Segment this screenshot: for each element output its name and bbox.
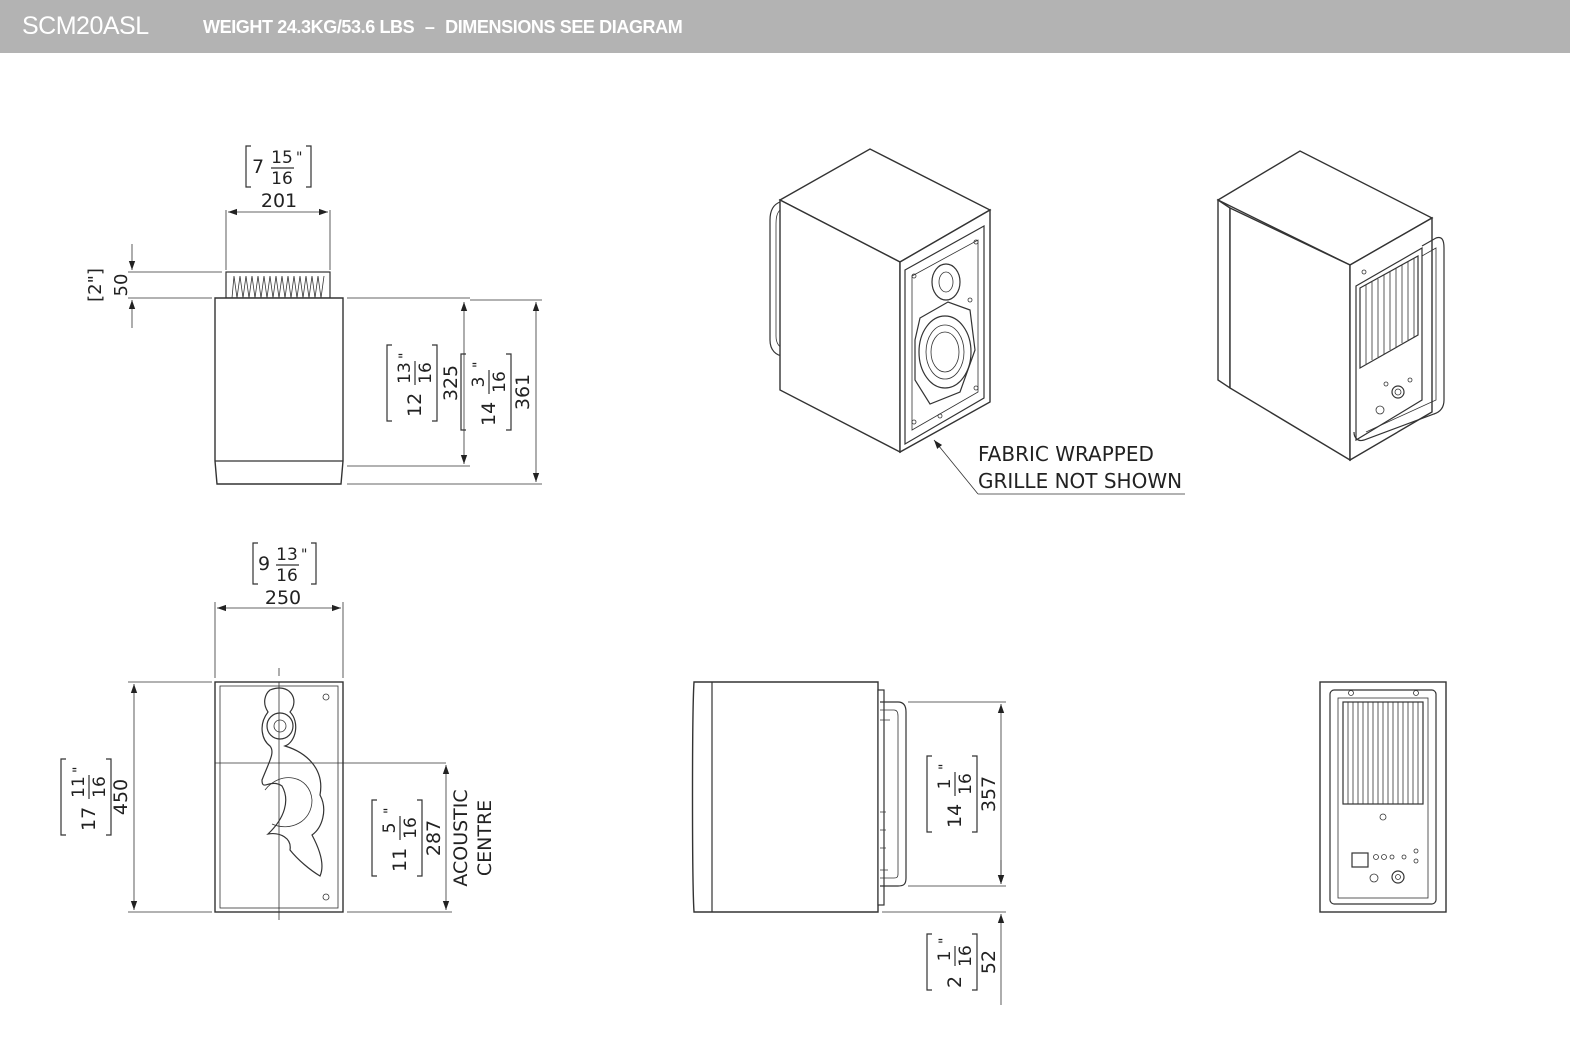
iso-front-view: FABRIC WRAPPED GRILLE NOT SHOWN	[769, 148, 1185, 495]
svg-text:12: 12	[404, 393, 426, 417]
svg-text:3: 3	[469, 377, 489, 388]
svg-text:": "	[471, 362, 487, 368]
spec-line: WEIGHT 24.3KG/53.6 LBS – DIMENSIONS SEE …	[203, 17, 683, 38]
technical-drawing: 201 7 15 16 " 50 [2"] 325 12 13	[60, 145, 1447, 1005]
dim-depth-total-mm: 361	[512, 374, 534, 410]
svg-text:13: 13	[395, 362, 415, 384]
grille-note-line-1: FABRIC WRAPPED	[978, 442, 1154, 466]
dim-foot-mm: 52	[978, 950, 1000, 974]
heatsink-fins	[225, 271, 331, 299]
svg-text:5: 5	[380, 823, 400, 834]
dim-heatsink-mm: 50	[111, 274, 132, 297]
dim-depth-total-inch: 14 3 16 "	[460, 353, 512, 431]
dim-acoustic-inch: 11 5 16 "	[371, 799, 423, 877]
title-bar: SCM20ASL WEIGHT 24.3KG/53.6 LBS – DIMENS…	[0, 0, 1570, 53]
svg-text:16: 16	[956, 945, 976, 967]
cabinet-side-outline	[691, 681, 879, 913]
dim-front-width-mm: 250	[265, 587, 301, 609]
dim-acoustic-mm: 287	[423, 820, 445, 856]
dim-depth-body-mm: 325	[440, 365, 462, 401]
svg-text:1: 1	[935, 779, 955, 790]
cabinet-top-outline	[214, 297, 344, 485]
acoustic-centre-label-2: CENTRE	[474, 800, 496, 876]
xlr-input	[1391, 870, 1405, 884]
svg-text:": "	[397, 353, 413, 359]
svg-text:16: 16	[276, 566, 298, 586]
iec-power-inlet	[1351, 852, 1369, 868]
svg-text:14: 14	[944, 804, 966, 828]
dim-handle-inch: 14 1 16 "	[926, 755, 978, 833]
svg-text:13: 13	[276, 545, 298, 565]
dim-front-width-inch: 9 13 16 "	[252, 542, 317, 586]
svg-text:": "	[937, 764, 953, 770]
dimensions-note: DIMENSIONS SEE DIAGRAM	[445, 17, 683, 37]
dim-heatsink-inch: [2"]	[85, 268, 106, 302]
svg-text:": "	[382, 808, 398, 814]
svg-text:11: 11	[69, 776, 89, 798]
rear-view	[1319, 681, 1447, 913]
side-view: 357 14 1 16 " 52 2 1 16 "	[691, 681, 1006, 1005]
svg-text:16: 16	[490, 371, 510, 393]
svg-text:": "	[301, 547, 307, 563]
svg-text:17: 17	[78, 807, 100, 831]
svg-text:16: 16	[401, 817, 421, 839]
iso-rear-view	[1216, 150, 1445, 462]
acoustic-centre-label-1: ACOUSTIC	[450, 789, 472, 886]
dim-front-height-inch: 17 11 16 "	[60, 758, 112, 836]
svg-text:": "	[937, 938, 953, 944]
svg-text:15: 15	[271, 148, 293, 168]
front-view: 250 9 13 16 " 450 17 11 16 " 287 ACOUSTI…	[60, 542, 496, 920]
svg-text:16: 16	[416, 362, 436, 384]
svg-text:16: 16	[90, 776, 110, 798]
spec-separator: –	[424, 17, 435, 37]
grille-note-line-2: GRILLE NOT SHOWN	[978, 469, 1182, 493]
dim-foot-inch: 2 1 16 "	[926, 933, 978, 991]
rear-handle	[880, 701, 907, 887]
dim-depth-body-inch: 12 13 16 "	[386, 344, 438, 422]
svg-text:1: 1	[935, 951, 955, 962]
svg-text:16: 16	[271, 169, 293, 189]
driver-cutaway	[261, 687, 325, 877]
svg-text:14: 14	[478, 402, 500, 426]
model-name: SCM20ASL	[22, 12, 149, 40]
svg-text:": "	[296, 150, 302, 166]
svg-text:9: 9	[258, 553, 270, 575]
dim-front-height-mm: 450	[110, 779, 132, 815]
svg-text:2: 2	[944, 976, 966, 988]
weight-spec: WEIGHT 24.3KG/53.6 LBS	[203, 17, 415, 37]
dim-handle-mm: 357	[978, 776, 1000, 812]
svg-text:": "	[71, 767, 87, 773]
grille-note-leader	[933, 439, 979, 495]
svg-text:7: 7	[252, 156, 264, 178]
svg-text:11: 11	[389, 848, 411, 872]
dim-width-inch: 7 15 16 "	[245, 145, 312, 189]
top-view: 201 7 15 16 " 50 [2"] 325 12 13	[85, 145, 542, 485]
dim-width-mm: 201	[261, 190, 297, 212]
svg-text:16: 16	[956, 773, 976, 795]
